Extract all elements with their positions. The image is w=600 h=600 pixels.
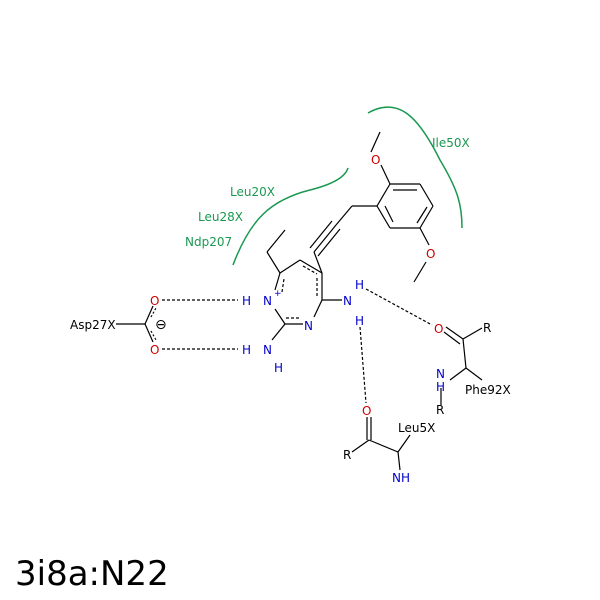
ethyl-bond-2 [266,229,286,253]
residue-phe92: Phe92X [465,383,511,397]
hydrophobic-ndp207: Ndp207 [185,235,232,249]
residue-leu5: Leu5X [398,421,435,435]
atom-phe-r2: R [436,403,444,417]
pyrimidine-ring [274,259,323,325]
atom-h-n2: H [242,343,251,357]
dimethoxyphenyl-ring [376,183,434,229]
atom-ome1: O [371,153,380,167]
atom-asp-o2: O [150,343,159,357]
atom-leu-nh: NH [392,471,410,485]
asp-co-inner-1 [150,307,157,318]
hbond-phe92 [365,288,433,326]
hydrophobic-leu28: Leu28X [198,210,243,224]
atom-amine-n: N [343,294,352,308]
atom-phe-o: O [434,322,443,336]
atom-h-n1: H [242,294,251,308]
atom-asp-o1: O [150,294,159,308]
ch2-link [335,205,353,226]
asp-co-bond-2 [144,323,154,343]
asp-co-bond-1 [144,305,154,325]
atom-phe-r1: R [483,321,491,335]
ethyl-bond-1 [266,251,281,274]
ome2-bond [419,227,430,246]
ome1-methyl [370,131,381,153]
atom-phe-nh-h: H [436,380,445,394]
atom-leu-r: R [343,448,351,462]
leu5-backbone [351,417,411,471]
ome1-bond [380,164,391,185]
atom-hb-h-top: H [355,278,364,292]
atom-minus-charge: ⊖ [155,317,167,333]
residue-asp27: Asp27X [70,318,116,332]
leu20-contact-arc [232,167,349,266]
ome2-methyl [413,261,427,283]
diagram-title: 3i8a:N22 [15,554,169,594]
alkyne-link [313,251,323,274]
atom-amine-h: H [355,314,364,328]
nh2-bond [271,323,286,341]
atom-n-ring: N [304,319,313,333]
atom-leu-o: O [362,404,371,418]
ile50-contact-arc [367,106,463,229]
atom-ome2: O [426,247,435,261]
phe92-backbone [440,326,483,405]
hbond-leu5 [359,326,367,404]
triple-bond [309,220,341,257]
atom-plus-charge: + [274,289,282,299]
atom-n-plus: N [263,294,272,308]
atom-nh2-h: H [274,361,283,375]
atom-phe-nh-n: N [436,367,445,381]
atom-nh2-n: N [263,343,272,357]
hydrophobic-ile50: Ile50X [432,136,470,150]
hydrophobic-leu20: Leu20X [230,185,275,199]
asp-co-inner-2 [150,330,157,341]
